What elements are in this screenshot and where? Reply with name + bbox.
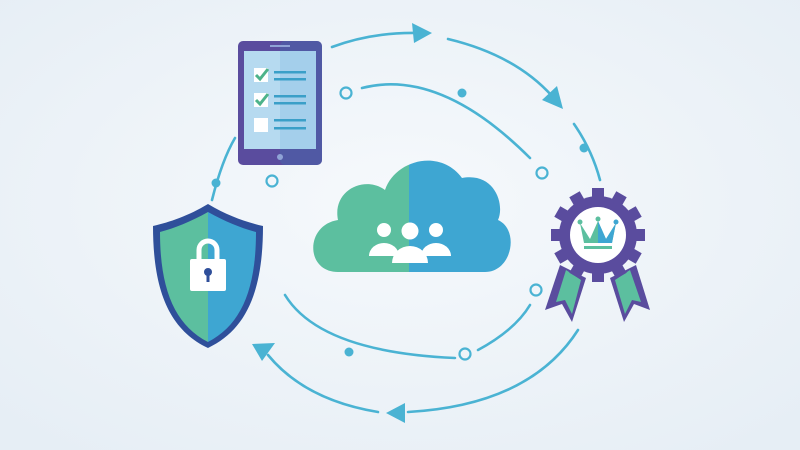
arc-segment xyxy=(266,353,380,414)
dot xyxy=(344,347,354,357)
shield-lock-icon xyxy=(153,204,263,348)
ring xyxy=(265,174,279,188)
outer-flow-ring xyxy=(210,31,602,414)
arc-segment xyxy=(476,303,532,352)
dot xyxy=(211,178,221,188)
tablet-checklist-icon xyxy=(238,41,322,165)
arc-segment xyxy=(210,136,237,202)
dot xyxy=(579,143,589,153)
arc-segment xyxy=(330,31,420,49)
arc-segment xyxy=(406,328,580,414)
arc-segment xyxy=(283,293,457,360)
arc-segment xyxy=(446,37,554,98)
ring xyxy=(339,86,353,100)
ring xyxy=(535,166,549,180)
inner-dots xyxy=(344,88,467,357)
award-badge-crown-icon xyxy=(545,188,650,322)
inner-rings xyxy=(265,86,549,361)
arrow-up-left-icon xyxy=(252,343,275,361)
arrow-left-icon xyxy=(386,403,405,423)
users-icon xyxy=(369,222,451,263)
dot xyxy=(457,88,467,98)
arc-segment xyxy=(572,122,602,182)
arc-segment xyxy=(360,83,532,160)
inner-flow-ring xyxy=(283,83,532,360)
flow-arrows xyxy=(252,23,563,423)
ring xyxy=(529,283,543,297)
arrow-right-icon xyxy=(412,23,432,43)
arrow-down-icon xyxy=(542,86,563,109)
outer-dots xyxy=(211,143,589,188)
ring xyxy=(458,347,472,361)
